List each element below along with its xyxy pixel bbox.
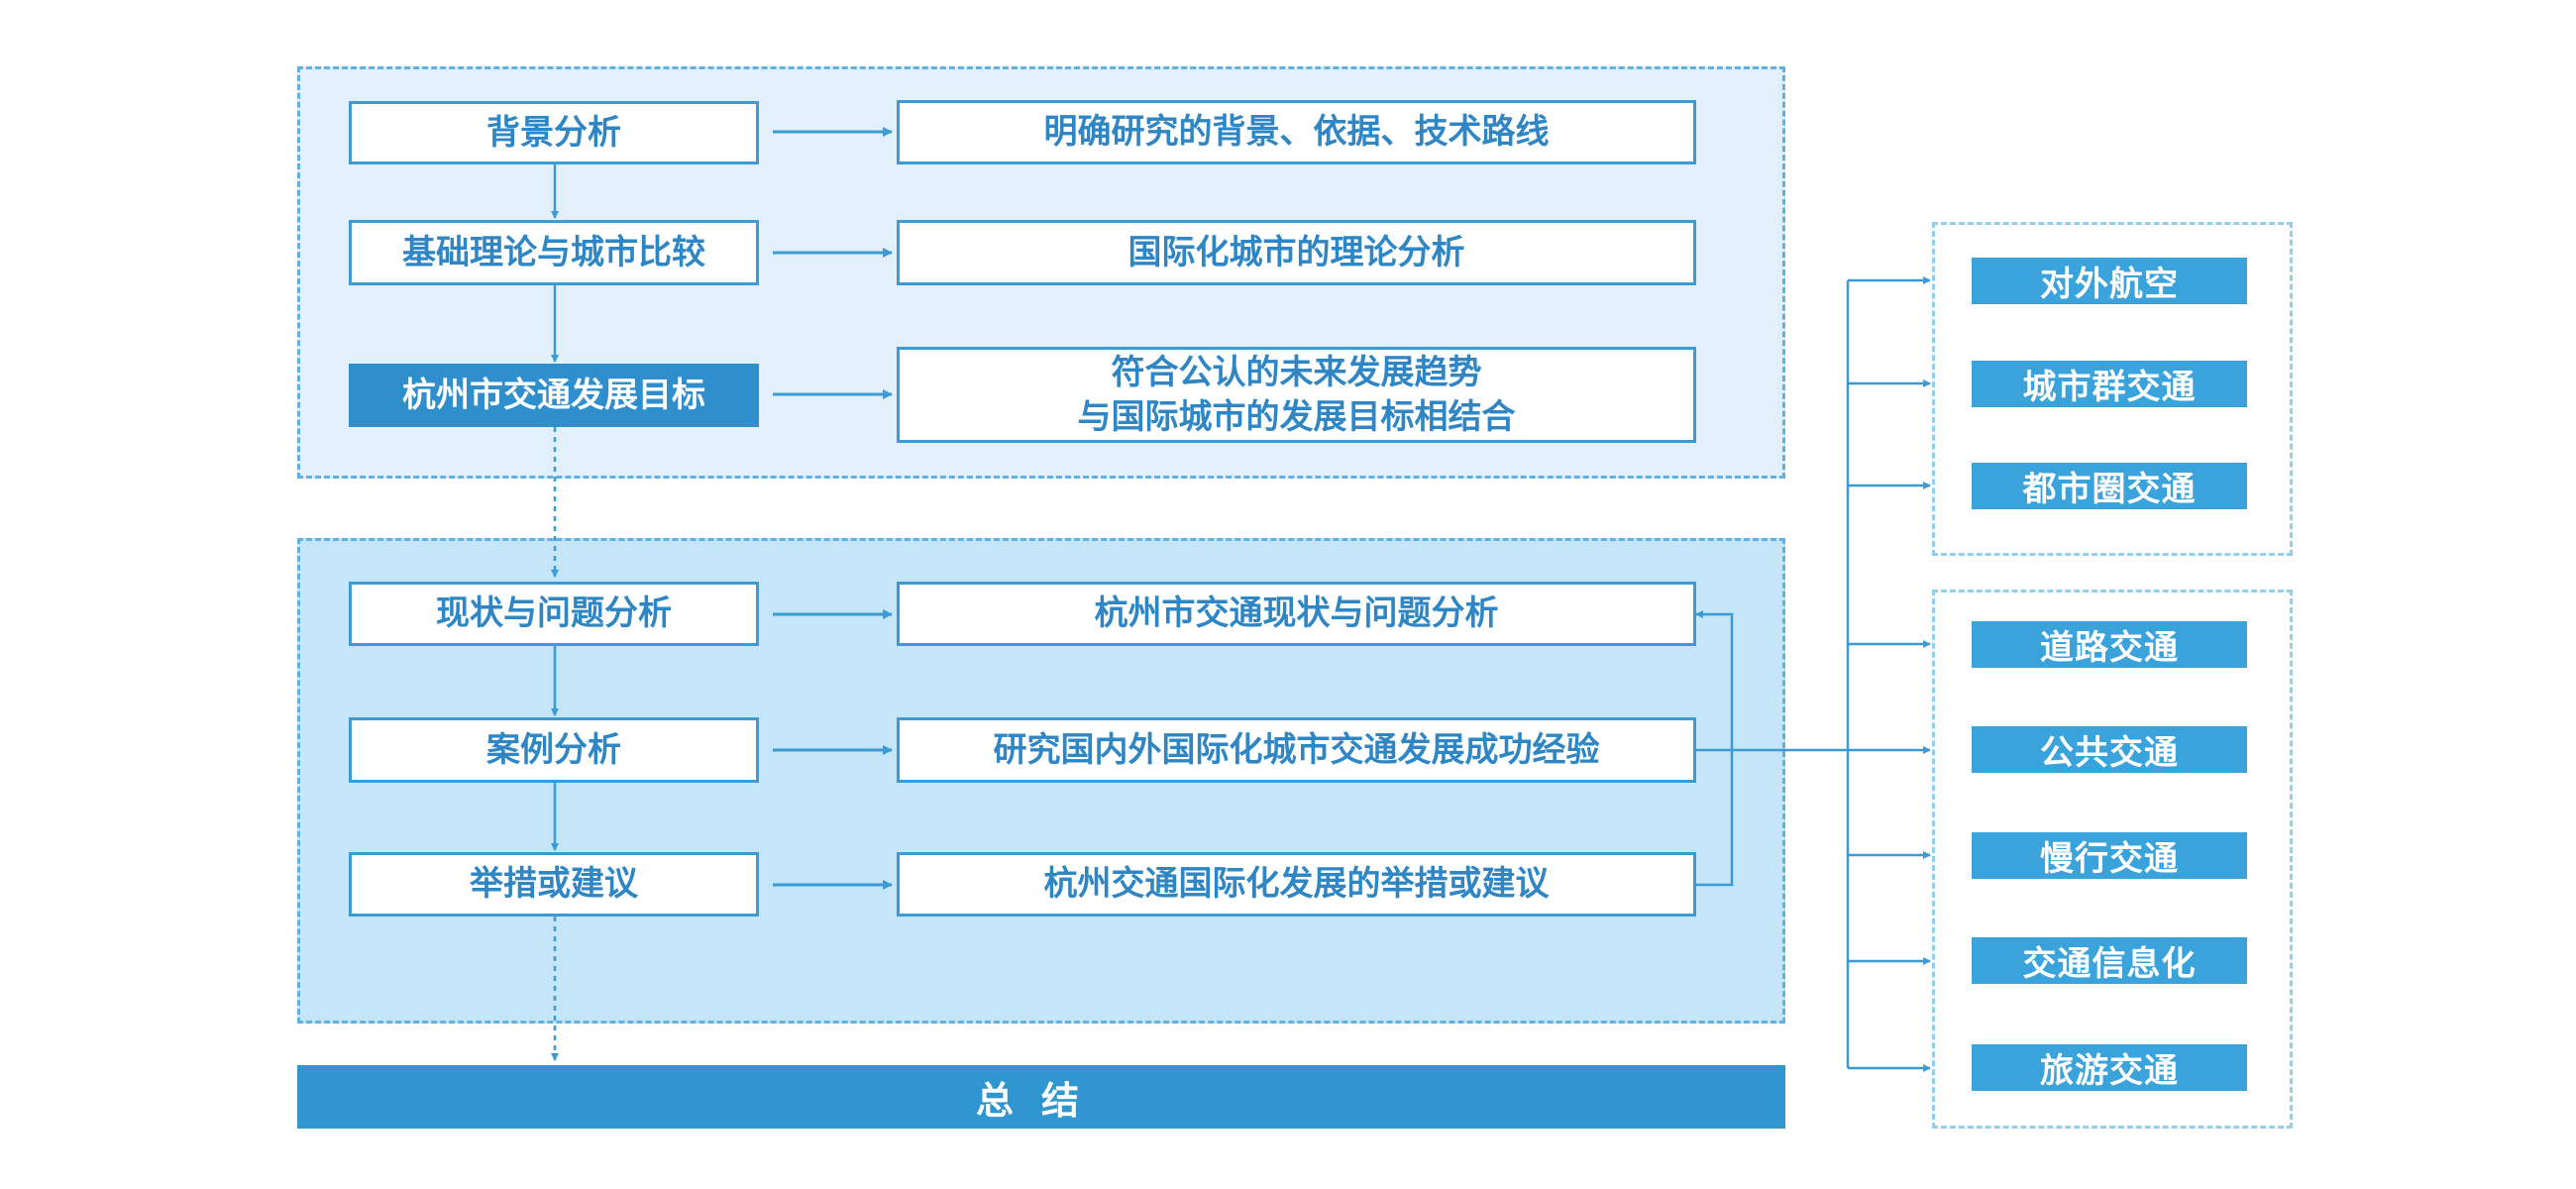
box-case-desc: 研究国内外国际化城市交通发展成功经验 xyxy=(897,717,1696,783)
box-background-desc: 明确研究的背景、依据、技术路线 xyxy=(897,100,1696,164)
category-metropolitan: 都市圈交通 xyxy=(1972,463,2247,509)
box-measures-desc: 杭州交通国际化发展的举措或建议 xyxy=(897,852,1696,917)
box-theory-desc: 国际化城市的理论分析 xyxy=(897,220,1696,285)
category-tourism: 旅游交通 xyxy=(1972,1044,2247,1091)
box-theory-comparison: 基础理论与城市比较 xyxy=(349,220,759,285)
box-development-goal: 杭州市交通发展目标 xyxy=(349,364,759,427)
category-air-transport: 对外航空 xyxy=(1972,258,2247,304)
box-measures: 举措或建议 xyxy=(349,852,759,917)
category-public-transit: 公共交通 xyxy=(1972,726,2247,773)
summary-bar: 总结 xyxy=(297,1065,1785,1129)
box-background-analysis: 背景分析 xyxy=(349,101,759,164)
category-road: 道路交通 xyxy=(1972,621,2247,668)
box-goal-desc: 符合公认的未来发展趋势 与国际城市的发展目标相结合 xyxy=(897,347,1696,443)
category-slow-traffic: 慢行交通 xyxy=(1972,832,2247,879)
category-city-cluster: 城市群交通 xyxy=(1972,361,2247,407)
box-case-analysis: 案例分析 xyxy=(349,717,759,783)
category-informatization: 交通信息化 xyxy=(1972,937,2247,984)
box-status-analysis: 现状与问题分析 xyxy=(349,582,759,646)
box-status-desc: 杭州市交通现状与问题分析 xyxy=(897,582,1696,646)
